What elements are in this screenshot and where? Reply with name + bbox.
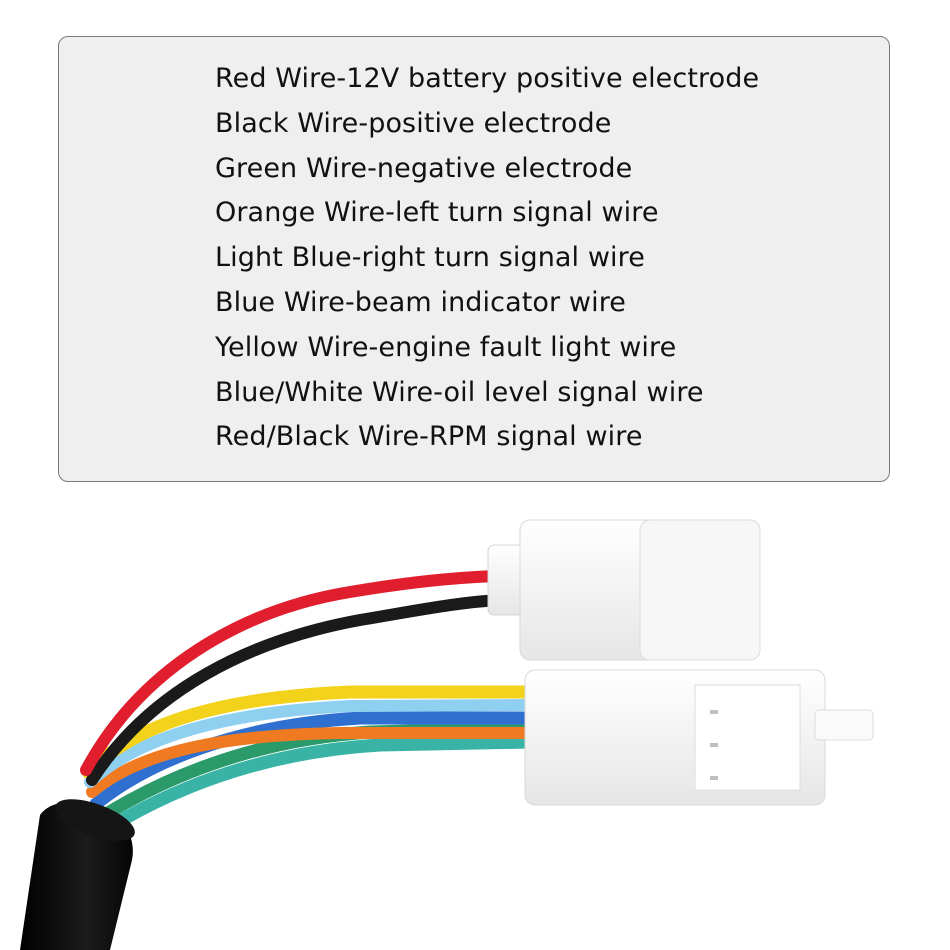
legend-line-black: Black Wire-positive electrode (215, 107, 612, 139)
wire-red (80, 570, 501, 776)
wire-harness-photo (20, 519, 874, 950)
legend-line-red: Red Wire-12V battery positive electrode (215, 63, 760, 94)
wire-black (86, 594, 506, 786)
wire-light-blue (84, 699, 536, 788)
legend-line-red-black: Red/Black Wire-RPM signal wire (215, 421, 643, 453)
legend-line-blue-white: Blue/White Wire-oil level signal wire (215, 376, 704, 408)
bottom-connector (524, 669, 874, 806)
legend-line-orange: Orange Wire-left turn signal wire (215, 197, 659, 229)
legend-line-blue: Blue Wire-beam indicator wire (215, 286, 627, 318)
wire-legend-list: Red Wire-12V battery positive electrode … (215, 57, 759, 460)
top-connector (487, 519, 761, 661)
legend-line-green: Green Wire-negative electrode (215, 152, 633, 184)
wire-legend-panel: Red Wire-12V battery positive electrode … (58, 36, 890, 482)
legend-line-light-blue: Light Blue-right turn signal wire (215, 242, 645, 274)
upper-wire-bundle (80, 570, 506, 786)
legend-line-yellow: Yellow Wire-engine fault light wire (215, 331, 677, 363)
wire-orange (86, 727, 536, 798)
wire-sheath (20, 799, 135, 950)
wire-teal (98, 735, 537, 837)
